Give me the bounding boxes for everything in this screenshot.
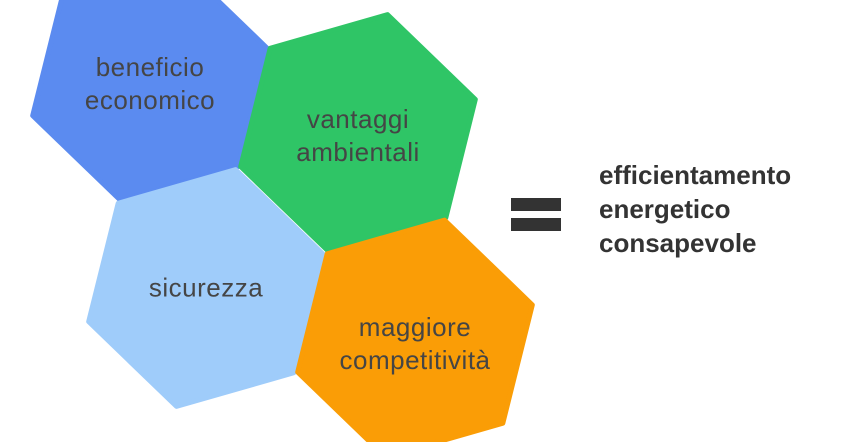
equals-bar-bottom (511, 218, 561, 231)
equals-bar-top (511, 198, 561, 211)
hexagon-sicurezza (86, 167, 326, 409)
hexagon-maggiore-competitivita (295, 217, 535, 442)
equals-icon (511, 198, 561, 238)
result-text: efficientamento energetico consapevole (599, 160, 792, 258)
